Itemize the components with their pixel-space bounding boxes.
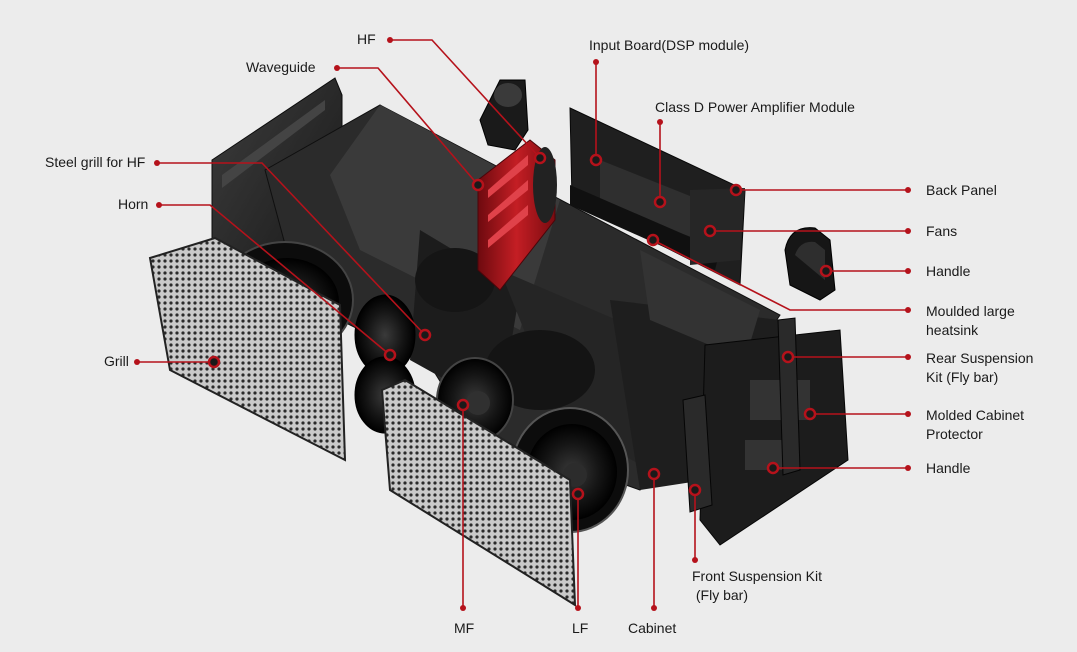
handle-right-part (784, 227, 836, 301)
label-grill: Grill (104, 353, 129, 369)
label-hf: HF (357, 31, 376, 47)
label-back-panel: Back Panel (926, 182, 997, 198)
label-protector-line2: Protector (926, 426, 983, 442)
label-mf: MF (454, 620, 475, 636)
label-dots (134, 37, 911, 611)
label-heatsink-line2: heatsink (926, 322, 979, 338)
label-protector-line1: Molded Cabinet (926, 407, 1025, 423)
label-handle-bottom: Handle (926, 460, 971, 476)
callout-targets (207, 151, 833, 501)
label-class-d-amp: Class D Power Amplifier Module (655, 99, 855, 115)
grill-left (148, 236, 347, 462)
label-front-suspension-line2: (Fly bar) (692, 587, 748, 603)
label-fans: Fans (926, 223, 958, 239)
red-waveguide (477, 139, 557, 291)
label-horn: Horn (118, 196, 149, 212)
hf-driver (479, 79, 529, 151)
leader-lines (137, 39, 908, 608)
label-heatsink-line1: Moulded large (926, 303, 1015, 319)
label-handle-top: Handle (926, 263, 971, 279)
label-rear-suspension-line2: Kit (Fly bar) (926, 369, 999, 385)
label-rear-suspension-line1: Rear Suspension (926, 350, 1034, 366)
label-waveguide: Waveguide (246, 59, 316, 75)
grill-front (380, 378, 577, 607)
label-front-suspension-line1: Front Suspension Kit (692, 568, 822, 584)
label-cabinet: Cabinet (628, 620, 677, 636)
label-steel-grill-hf: Steel grill for HF (45, 154, 146, 170)
label-lf: LF (572, 620, 589, 636)
label-input-board: Input Board(DSP module) (589, 37, 750, 53)
rear-panel-right (699, 329, 849, 546)
